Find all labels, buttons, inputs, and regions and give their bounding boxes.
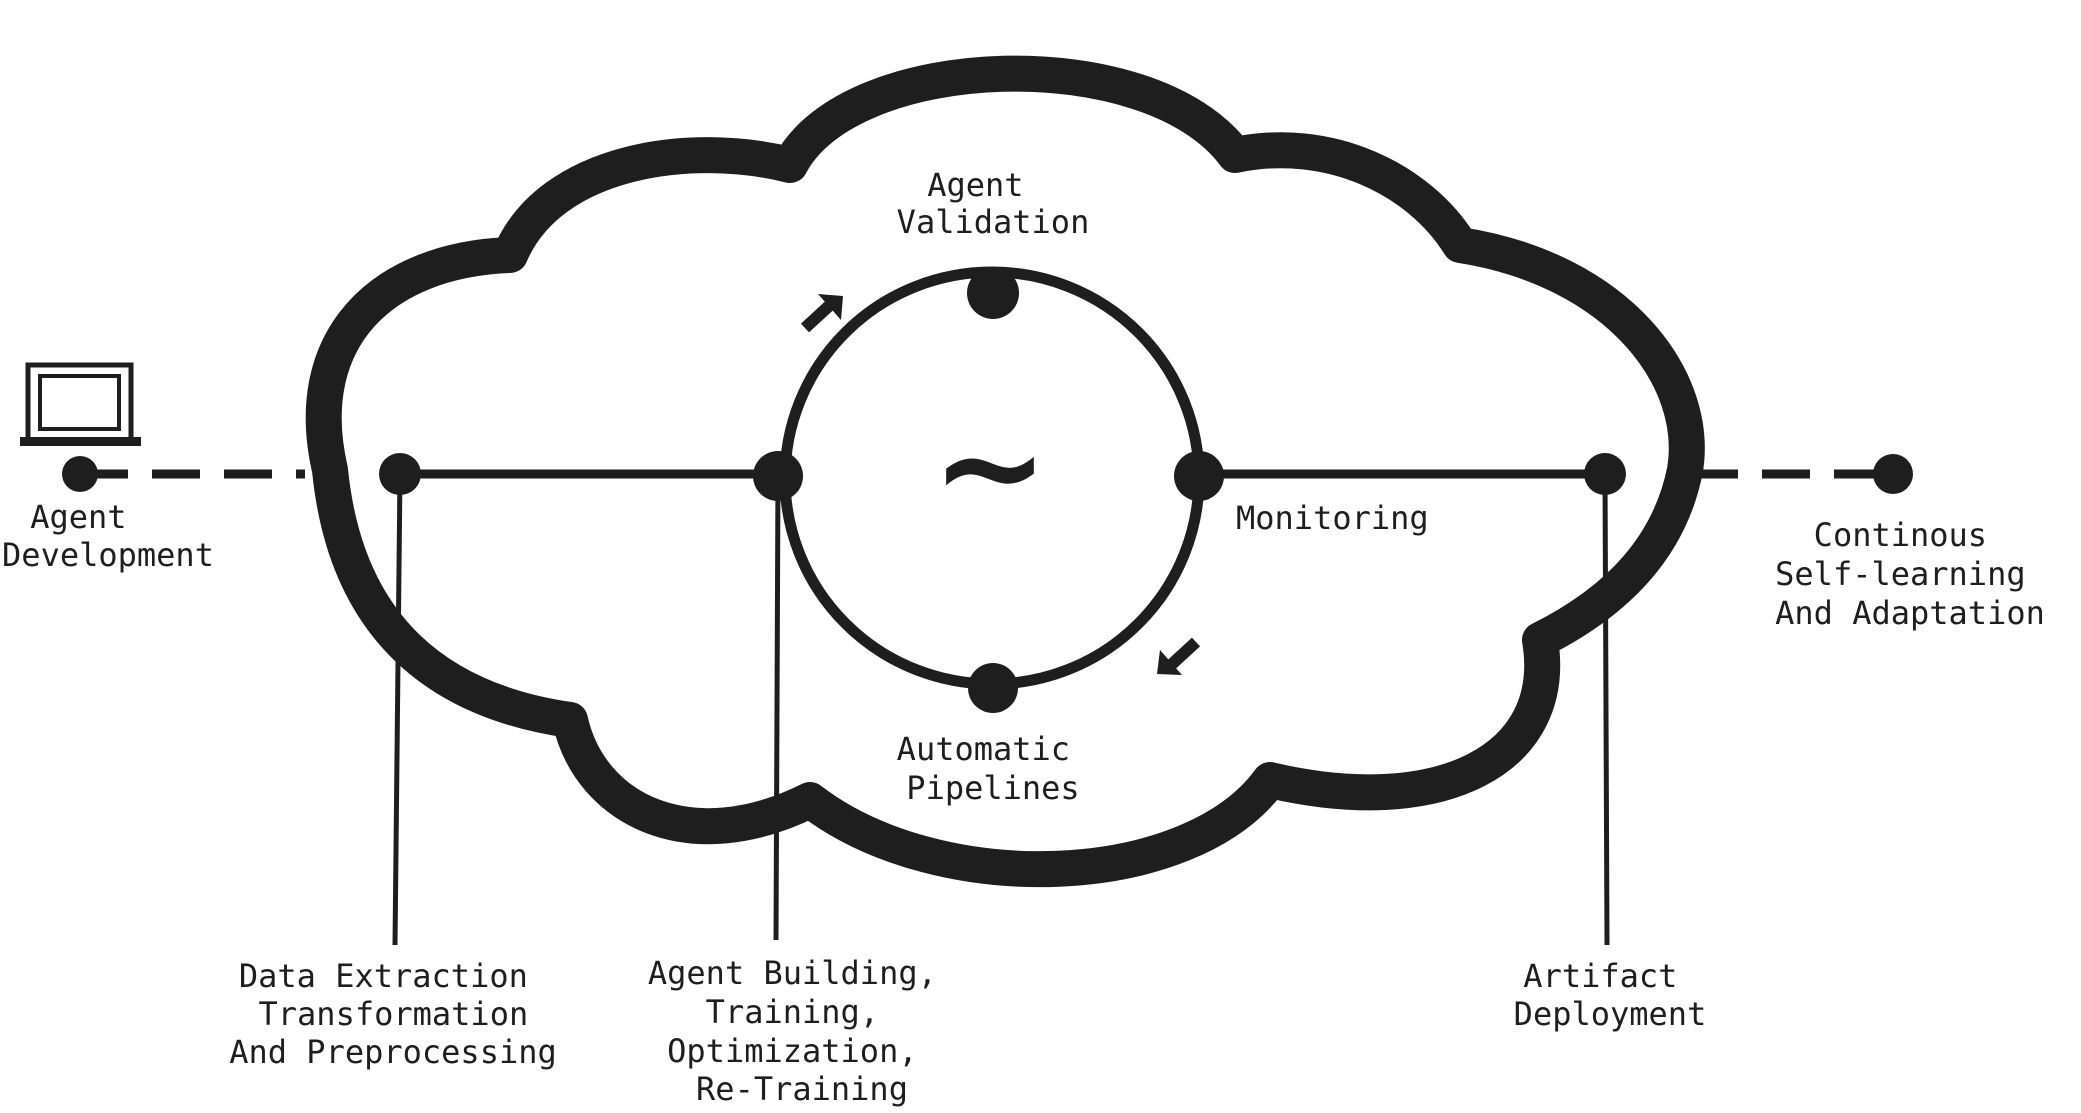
label-continuous-learning: Continous Self-learning And Adaptation — [1775, 516, 2045, 632]
leader-line-artifact-deployment — [1602, 473, 1610, 946]
leader-line-data-extraction — [392, 473, 403, 946]
label-agent-development: Agent Development — [2, 498, 214, 574]
center-tilde-symbol: ~ — [931, 386, 1048, 549]
node-data-extraction — [379, 453, 421, 495]
node-continuous-learning — [1873, 454, 1913, 494]
loop-arrow-up-right — [800, 294, 843, 333]
laptop-icon — [20, 362, 141, 446]
label-monitoring: Monitoring — [1236, 499, 1429, 537]
cloud-outline — [305, 55, 1705, 888]
node-artifact-deployment — [1584, 453, 1626, 495]
loop-arrow-down-left — [1157, 637, 1201, 675]
label-automatic-pipelines: Automatic Pipelines — [897, 730, 1090, 807]
label-data-extraction: Data Extraction Transformation And Prepr… — [229, 957, 557, 1071]
node-automatic-pipelines — [968, 663, 1018, 713]
node-agent-building — [753, 451, 803, 501]
label-artifact-deployment: Artifact Deployment — [1514, 957, 1707, 1033]
label-agent-building: Agent Building, Training, Optimization, … — [648, 954, 956, 1108]
node-monitoring — [1174, 451, 1224, 501]
node-agent-development — [62, 456, 98, 492]
label-agent-validation: Agent Validation — [897, 166, 1090, 241]
leader-line-agent-building — [773, 473, 781, 941]
node-agent-validation — [967, 267, 1019, 319]
